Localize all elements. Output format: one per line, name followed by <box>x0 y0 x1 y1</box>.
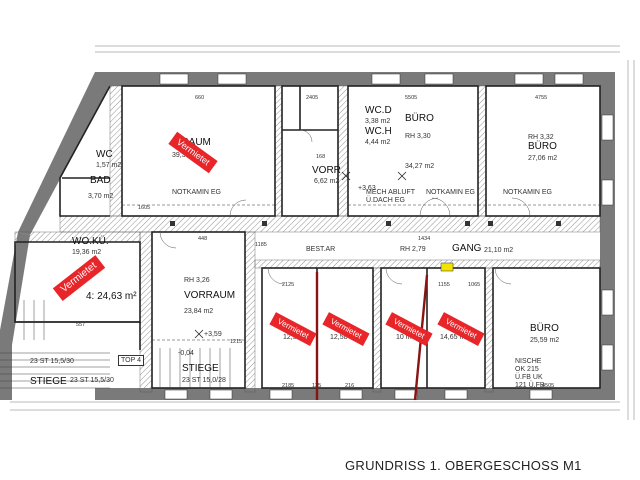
room-buero2-rh: RH 3,32 <box>528 134 554 141</box>
room-vorr-area: 6,62 m2 <box>314 178 340 185</box>
top4-tag: TOP 4 <box>118 355 144 366</box>
room-buero3-name: BÜRO <box>530 323 559 334</box>
dim-1605: 1605 <box>138 205 151 211</box>
dim-2405: 2405 <box>306 95 319 101</box>
room-vorraum-name: VORRAUM <box>184 290 236 301</box>
column-markers <box>170 221 561 226</box>
nische-label: NISCHE <box>515 358 542 365</box>
room-small3-area: 10 m <box>396 334 412 341</box>
dashed-lines <box>122 204 600 341</box>
stiege-name: STIEGE <box>182 363 219 374</box>
dimension-lines <box>10 45 635 420</box>
dim-2125: 2125 <box>282 282 295 288</box>
room-buero1-name: BÜRO <box>405 113 434 124</box>
dim-1155: 1155 <box>438 282 450 288</box>
dim-4755: 4755 <box>535 95 548 101</box>
notkamin-3: NOTKAMIN EG <box>503 189 553 196</box>
room-wokue-area: 19,36 m2 <box>72 249 102 256</box>
room-wch-area: 4,44 m2 <box>365 139 391 146</box>
level-359: +3,59 <box>204 331 222 338</box>
stair-treads <box>0 300 231 389</box>
room-small1-area: 12,5 <box>283 334 297 341</box>
room-buero1-rh: RH 3,30 <box>405 133 431 140</box>
room-bad-name: BAD <box>90 175 111 186</box>
stiege2-meta-b: 23 ST 15,5/30 <box>70 377 114 384</box>
room-wch-name: WC.H <box>365 126 392 137</box>
dim-216: 216 <box>345 383 355 389</box>
room-buero3-area: 25,59 m2 <box>530 337 560 344</box>
dim-168: 168 <box>316 154 326 160</box>
windows <box>159 73 614 400</box>
door-swings <box>159 129 531 285</box>
room-buero1-area: 34,27 m2 <box>405 163 435 170</box>
room-wcd-name: WC.D <box>365 105 392 116</box>
room-gang-area: 21,10 m2 <box>484 247 514 254</box>
dim-448: 448 <box>198 236 208 242</box>
top4-area: 4: 24,63 m² <box>86 291 137 302</box>
dim-2185: 2185 <box>282 383 295 389</box>
room-wc-area: 1,57 m2 <box>96 162 122 169</box>
nische-uk: 121 Ü.FB <box>515 382 545 389</box>
dim-1215: 1215 <box>230 339 243 345</box>
stiege2-meta-a: 23 ST 15,5/30 <box>30 358 74 365</box>
dim-1185: 1185 <box>255 242 267 248</box>
room-small2-area: 12,58 m2 <box>330 334 360 341</box>
room-gang-name: GANG <box>452 243 482 254</box>
room-vorr-name: VORR <box>312 165 341 176</box>
room-wokue-name: WO.KÜ. <box>72 236 109 247</box>
nische-ufb: Ü.FB UK <box>515 374 543 381</box>
wall-hatching <box>14 85 601 393</box>
nische-ok: OK 215 <box>515 366 539 373</box>
dim-5505: 5505 <box>405 95 418 101</box>
level-363: +3,63 <box>358 185 376 192</box>
dim-1065: 1065 <box>468 282 481 288</box>
room-buero2-area: 27,06 m2 <box>528 155 558 162</box>
interior-walls <box>14 85 601 389</box>
dim-660: 660 <box>195 95 205 101</box>
room-wc-name: WC <box>96 149 113 160</box>
stiege-meta: 23 ST 15,0/28 <box>182 377 226 384</box>
dim-557: 557 <box>76 322 86 328</box>
room-buero2-name: BÜRO <box>528 141 557 152</box>
mech-dach: Ü.DACH EG <box>366 197 405 204</box>
dim-4505: 4505 <box>542 383 555 389</box>
room-bad-area: 3,70 m2 <box>88 193 114 200</box>
level-markers <box>194 171 407 339</box>
dim-125: 125 <box>312 383 322 389</box>
bestar-label: BEST.AR <box>306 246 336 253</box>
room-vorraum-rh: RH 3,26 <box>184 277 210 284</box>
room-small4-area: 14,65 m2 <box>440 334 470 341</box>
plan-title: GRUNDRISS 1. OBERGESCHOSS M1 <box>345 458 582 473</box>
room-gang-rh: RH 2,79 <box>400 246 426 253</box>
room-wcd-area: 3,38 m2 <box>365 118 391 125</box>
dim-1434: 1434 <box>418 236 431 242</box>
mech-abluft: MECH ABLUFT <box>366 189 416 196</box>
stiege-level-a: -0,04 <box>178 350 194 357</box>
notkamin-2: NOTKAMIN EG <box>426 189 476 196</box>
stiege2-name: STIEGE <box>30 376 67 387</box>
room-vorraum-area: 23,84 m2 <box>184 308 214 315</box>
marker-yellow <box>440 262 454 272</box>
notkamin-1: NOTKAMIN EG <box>172 189 222 196</box>
